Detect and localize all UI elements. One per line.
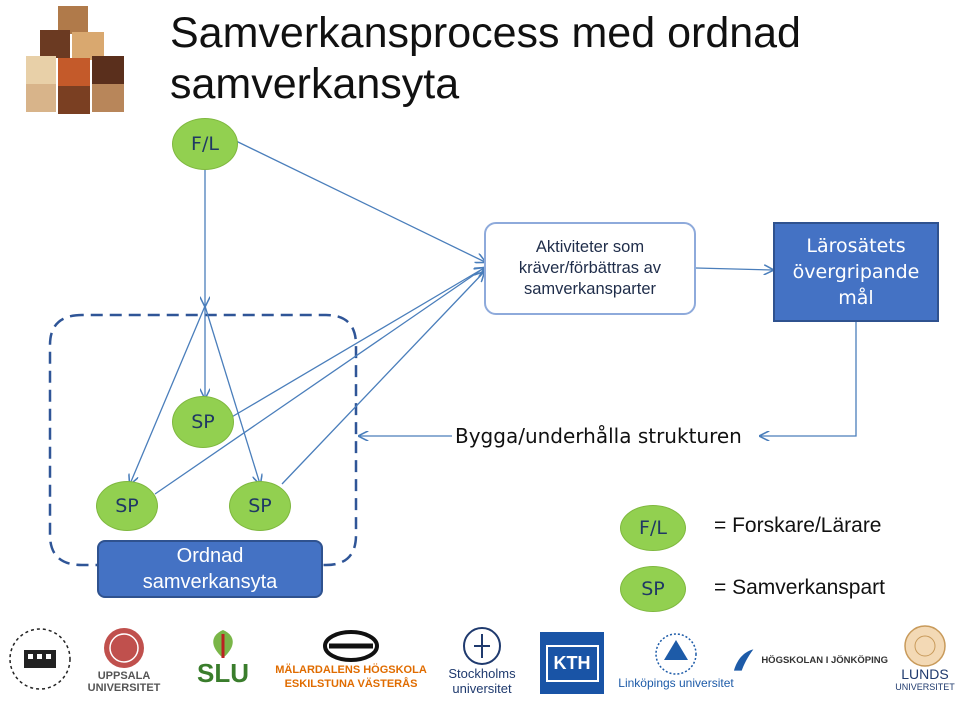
lund-line-2: UNIVERSITET bbox=[895, 682, 955, 692]
title-line-1: Samverkansprocess med ordnad bbox=[170, 9, 801, 57]
sp-left-label: SP bbox=[115, 495, 139, 517]
jonkoping-text: HÖGSKOLAN I JÖNKÖPING bbox=[761, 654, 888, 666]
activities-line-3: samverkansparter bbox=[523, 280, 657, 298]
logo-linkoping: Linköpings universitet bbox=[618, 624, 734, 698]
logo-kth: KTH bbox=[540, 632, 604, 694]
wooden-blocks-image bbox=[26, 6, 124, 114]
logo-umea bbox=[2, 620, 78, 698]
line-hub-to-sp-left bbox=[130, 305, 206, 484]
line-sp-left-to-activities bbox=[154, 268, 484, 495]
activities-line-1: Aktiviteter som bbox=[535, 238, 645, 256]
logo-malardalen: MÄLARDALENS HÖGSKOLA ESKILSTUNA VÄSTERÅS bbox=[275, 622, 427, 698]
line-sp-right-to-activities bbox=[281, 272, 484, 485]
fl-top-label: F/L bbox=[191, 133, 219, 155]
goal-line-1: Lärosätets bbox=[806, 235, 906, 257]
page-title: Samverkansprocess med ordnad samverkansy… bbox=[170, 8, 801, 110]
sp-center-label: SP bbox=[191, 411, 215, 433]
kth-text: KTH bbox=[545, 644, 599, 682]
area-line-2: samverkansyta bbox=[142, 571, 278, 593]
line-sp-center-to-activities bbox=[229, 268, 484, 419]
legend-fl-badge: F/L bbox=[620, 505, 686, 551]
sp-right-node: SP bbox=[229, 481, 291, 531]
lund-line-1: LUNDS bbox=[901, 666, 949, 682]
malardalen-line-1: MÄLARDALENS HÖGSKOLA bbox=[275, 664, 427, 676]
dashed-area-outline bbox=[48, 313, 358, 567]
uppsala-line-2: UNIVERSITET bbox=[87, 682, 161, 694]
activities-line-2: kräver/förbättras av bbox=[518, 259, 662, 277]
logo-jonkoping: HÖGSKOLAN I JÖNKÖPING bbox=[732, 640, 888, 680]
linkoping-text: Linköpings universitet bbox=[618, 676, 734, 690]
line-hub-to-sp-right bbox=[204, 305, 260, 484]
legend-sp-badge-label: SP bbox=[641, 578, 665, 600]
stockholm-line-2: universitet bbox=[452, 681, 512, 696]
legend-sp-badge: SP bbox=[620, 566, 686, 612]
legend-sp-text: = Samverkanspart bbox=[714, 576, 885, 599]
sp-left-node: SP bbox=[96, 481, 158, 531]
logo-lund: LUNDS UNIVERSITET bbox=[892, 620, 958, 698]
fl-top-node: F/L bbox=[172, 118, 238, 170]
line-fl-to-activities bbox=[235, 140, 485, 262]
legend-fl-badge-label: F/L bbox=[639, 517, 667, 539]
malardalen-line-2: ESKILSTUNA VÄSTERÅS bbox=[284, 678, 418, 690]
area-line-1: Ordnad bbox=[176, 545, 244, 567]
sp-center-node: SP bbox=[172, 396, 234, 448]
uppsala-line-1: UPPSALA bbox=[97, 670, 151, 682]
logo-uppsala: UPPSALA UNIVERSITET bbox=[88, 622, 160, 698]
slu-text: SLU bbox=[197, 658, 249, 688]
line-goal-to-build bbox=[760, 322, 857, 436]
goal-line-2: övergripande bbox=[792, 261, 920, 283]
logo-slu: SLU bbox=[190, 624, 256, 690]
logo-stockholm: Stockholms universitet bbox=[440, 624, 524, 698]
goal-line-3: mål bbox=[838, 287, 874, 309]
area-box: Ordnad samverkansyta bbox=[97, 540, 323, 598]
goal-box: Lärosätets övergripande mål bbox=[773, 222, 939, 322]
stockholm-line-1: Stockholms bbox=[448, 666, 516, 681]
build-label: Bygga/underhålla strukturen bbox=[455, 424, 742, 448]
sp-right-label: SP bbox=[248, 495, 272, 517]
activities-box: Aktiviteter som kräver/förbättras av sam… bbox=[484, 222, 696, 315]
title-line-2: samverkansyta bbox=[170, 60, 460, 108]
line-activities-to-goal bbox=[695, 268, 773, 270]
legend-fl-text: = Forskare/Lärare bbox=[714, 514, 882, 537]
